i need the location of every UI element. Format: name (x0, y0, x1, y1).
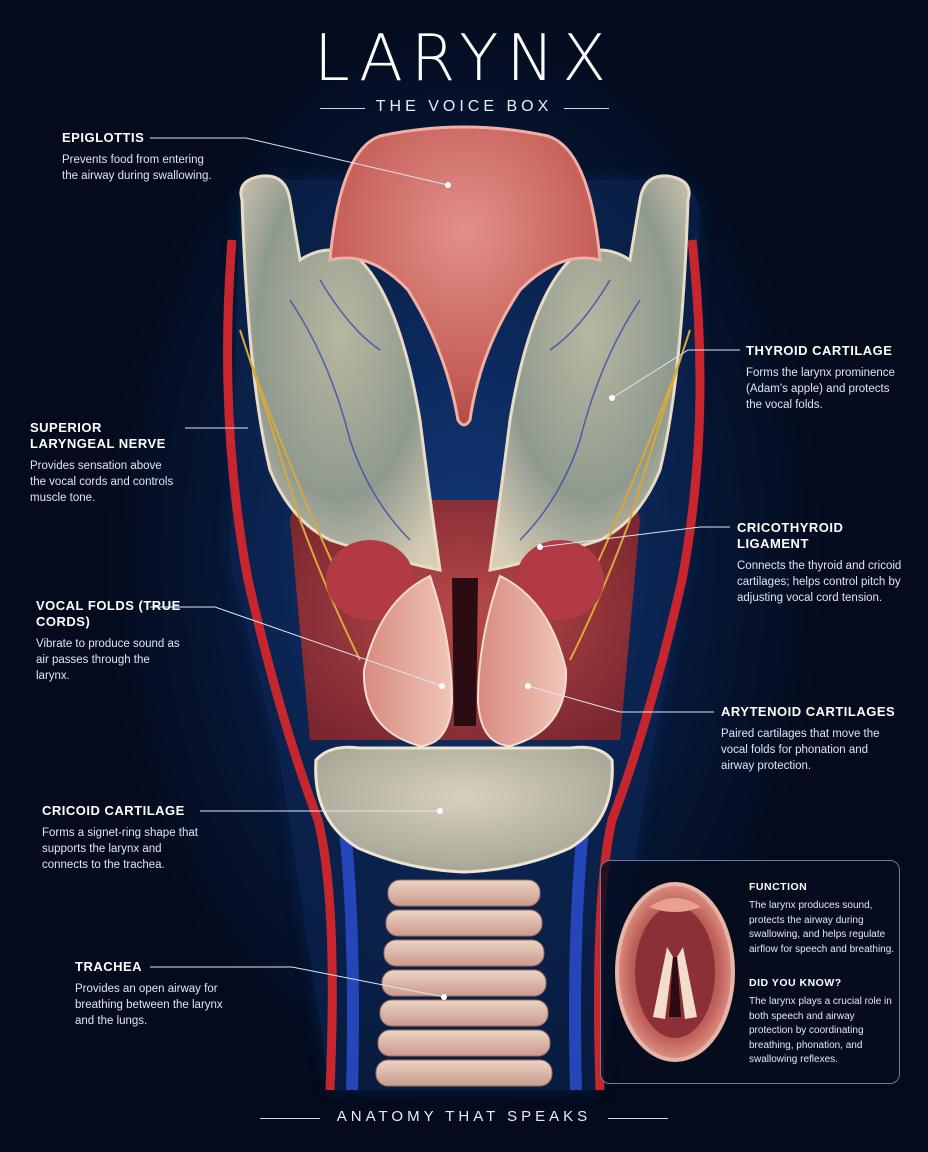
label-cricoid-cartilage: CRICOID CARTILAGE Forms a signet-ring sh… (42, 803, 208, 873)
fact-heading: DID YOU KNOW? (749, 977, 842, 989)
dot-arytenoid-cartilages (525, 683, 531, 689)
left-jugular-vein (338, 819, 359, 1091)
label-cricothyroid-ligament-title: CRICOTHYROID LIGAMENT (737, 520, 844, 551)
leader-dots (437, 182, 615, 1000)
dot-vocal-folds (439, 683, 445, 689)
label-epiglottis-title: EPIGLOTTIS (62, 130, 145, 145)
label-cricoid-cartilage-title: CRICOID CARTILAGE (42, 803, 185, 818)
left-carotid-artery (223, 239, 337, 1091)
dot-cricoid-cartilage (437, 808, 443, 814)
right-vocal-fold (476, 574, 568, 748)
right-jugular-vein (569, 819, 590, 1091)
dot-thyroid-cartilage (609, 395, 615, 401)
leader-trachea (150, 966, 445, 998)
dot-epiglottis (445, 182, 451, 188)
epiglottis (328, 125, 602, 427)
label-thyroid-cartilage-title: THYROID CARTILAGE (746, 343, 893, 358)
label-arytenoid-cartilages-title: ARYTENOID CARTILAGES (721, 704, 896, 719)
label-superior-laryngeal-nerve-title: SUPERIOR LARYNGEAL NERVE (30, 420, 166, 451)
function-heading: FUNCTION (749, 881, 808, 893)
label-epiglottis-desc: Prevents food from entering the airway d… (62, 154, 212, 182)
left-vestibular-fold (326, 540, 414, 620)
page-subtitle: THE VOICE BOX (375, 98, 553, 115)
label-arytenoid-cartilages-desc: Paired cartilages that move the vocal fo… (721, 728, 880, 772)
label-vocal-folds-desc: Vibrate to produce sound as air passes t… (36, 638, 180, 682)
label-vocal-folds: VOCAL FOLDS (TRUE CORDS) Vibrate to prod… (36, 598, 181, 684)
trachea-rings (375, 879, 553, 1087)
label-arytenoid-cartilages: ARYTENOID CARTILAGES Paired cartilages t… (721, 704, 901, 774)
thyroid-cartilage-right-lamina (488, 174, 691, 572)
lamina-blood-vessels (289, 279, 641, 541)
leader-epiglottis (150, 137, 449, 186)
cricoid-cartilage (314, 745, 614, 874)
superior-laryngeal-nerve (239, 329, 691, 661)
label-cricothyroid-ligament-desc: Connects the thyroid and cricoid cartila… (737, 560, 902, 604)
leader-vocal-folds (150, 606, 443, 687)
label-trachea-title: TRACHEA (75, 959, 143, 974)
fact-text: The larynx plays a crucial role in both … (749, 996, 892, 1065)
fact-section: DID YOU KNOW? The larynx plays a crucial… (749, 977, 895, 1068)
thyroid-cartilage-left-lamina (239, 174, 442, 572)
function-section: FUNCTION The larynx produces sound, prot… (749, 881, 895, 957)
leader-arytenoid-cartilages (527, 685, 714, 713)
info-box: FUNCTION The larynx produces sound, prot… (600, 860, 900, 1084)
label-thyroid-cartilage-desc: Forms the larynx prominence (Adam's appl… (746, 367, 895, 411)
glottis (452, 578, 478, 726)
label-superior-laryngeal-nerve-desc: Provides sensation above the vocal cords… (30, 460, 174, 504)
page-title: LARYNX (313, 22, 615, 96)
label-cricothyroid-ligament: CRICOTHYROID LIGAMENT Connects the thyro… (737, 520, 913, 606)
page-footer: ANATOMY THAT SPEAKS (336, 1108, 592, 1125)
label-thyroid-cartilage: THYROID CARTILAGE Forms the larynx promi… (746, 343, 906, 413)
label-trachea: TRACHEA Provides an open airway for brea… (75, 959, 225, 1029)
laryngoscope-view-inset (615, 882, 735, 1062)
dot-cricothyroid-ligament (537, 544, 543, 550)
label-vocal-folds-title: VOCAL FOLDS (TRUE CORDS) (36, 598, 181, 629)
label-cricoid-cartilage-desc: Forms a signet-ring shape that supports … (42, 827, 198, 871)
dot-trachea (441, 994, 447, 1000)
label-superior-laryngeal-nerve: SUPERIOR LARYNGEAL NERVE Provides sensat… (30, 420, 180, 506)
right-vestibular-fold (516, 540, 604, 620)
label-trachea-desc: Provides an open airway for breathing be… (75, 983, 223, 1027)
label-epiglottis: EPIGLOTTIS Prevents food from entering t… (62, 130, 212, 184)
leader-cricothyroid-ligament (539, 526, 730, 548)
left-vocal-fold (362, 574, 454, 748)
leader-lines (150, 137, 740, 998)
footer-rule-left (260, 1118, 320, 1119)
subtitle-rule-right (564, 108, 609, 109)
subtitle-rule-left (320, 108, 365, 109)
function-text: The larynx produces sound, protects the … (749, 900, 895, 955)
leader-thyroid-cartilage (611, 349, 740, 399)
footer-rule-right (608, 1118, 668, 1119)
